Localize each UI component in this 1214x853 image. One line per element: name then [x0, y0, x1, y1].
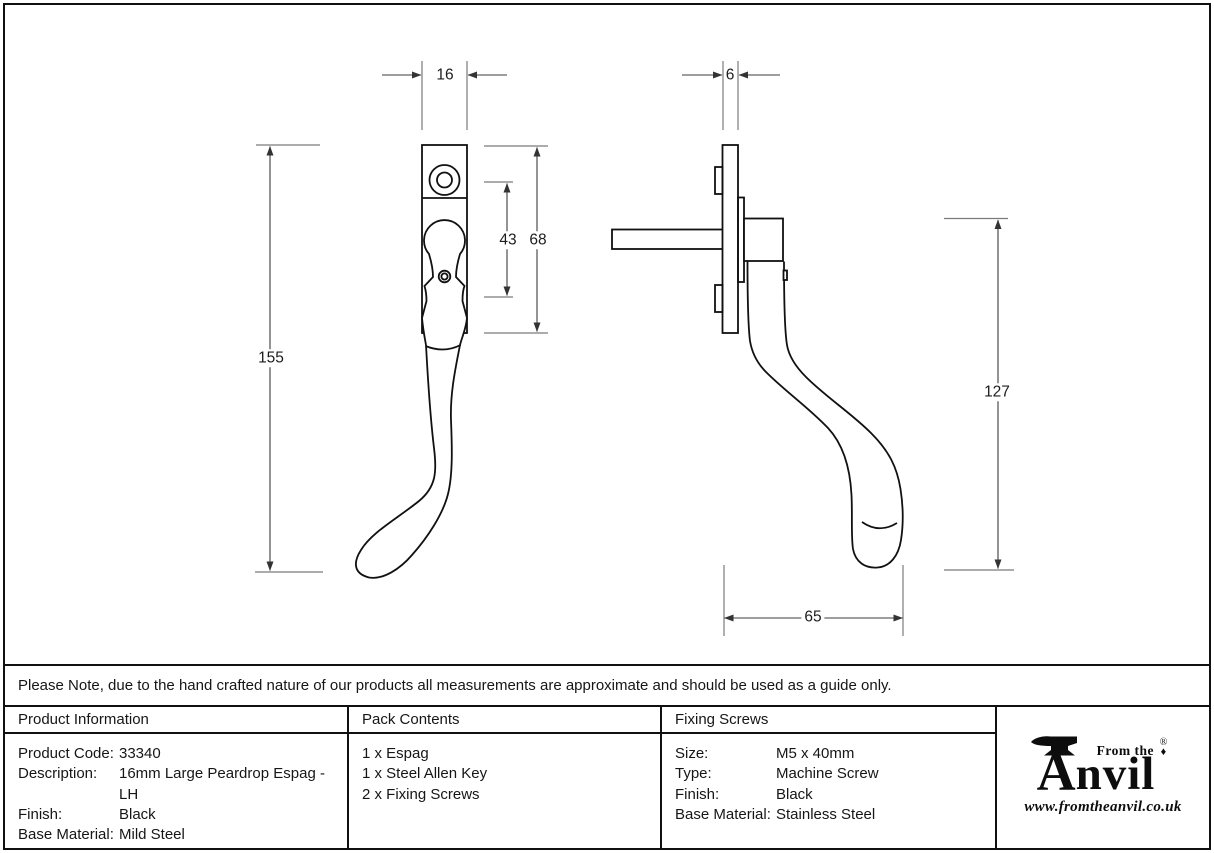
- brand-section: A nvil From the ♦ ® www.fromtheanvil.co.…: [997, 707, 1209, 848]
- mechanism-plate: [737, 196, 745, 283]
- product-info-section: Product Information Product Code: 33340 …: [5, 707, 349, 848]
- spindle: [611, 228, 724, 250]
- note-text: Please Note, due to the hand crafted nat…: [18, 677, 892, 694]
- screw-boss-bottom: [714, 284, 724, 313]
- table-row: Base Material: Mild Steel: [18, 826, 185, 844]
- list-item: 1 x Steel Allen Key: [362, 765, 488, 783]
- grub-screw-outer: [437, 269, 452, 284]
- table-row: Finish: Black: [675, 785, 813, 803]
- table-row: Product Code: 33340: [18, 745, 161, 762]
- registered-trademark-icon: ®: [1159, 736, 1168, 748]
- anvil-logo: A nvil From the ♦ ® www.fromtheanvil.co.…: [1024, 735, 1182, 816]
- spec-table: Product Information Product Code: 33340 …: [5, 707, 1209, 848]
- anvil-logo-wordmark: A nvil From the ♦ ®: [1030, 735, 1170, 801]
- handle-side: [746, 261, 904, 569]
- dim-label-side-plate-thickness: 6: [724, 66, 736, 84]
- table-row: Finish: Black: [18, 805, 156, 823]
- diamond-icon: ♦: [1160, 745, 1167, 758]
- dim-label-handle-drop: 127: [981, 383, 1013, 401]
- pack-contents-section: Pack Contents 1 x Espag 1 x Steel Allen …: [349, 707, 662, 848]
- anvil-icon: [1030, 735, 1077, 755]
- fixing-screws-section: Fixing Screws Size: M5 x 40mm Type: Mach…: [662, 707, 997, 848]
- handle-front: [354, 344, 461, 579]
- handle-tip-arc: [861, 521, 898, 530]
- screw-boss-top: [714, 166, 724, 195]
- brand-tagline: From the: [1096, 742, 1154, 758]
- handle-neck-joint: [425, 344, 461, 351]
- latch-nib: [782, 269, 788, 281]
- table-row: Type: Machine Screw: [675, 765, 879, 783]
- table-row: Description: 16mm Large Peardrop Espag -…: [18, 765, 325, 803]
- note-row: Please Note, due to the hand crafted nat…: [5, 666, 1209, 707]
- fixing-hole-inner: [436, 171, 453, 189]
- dimension-ticks: [255, 61, 1014, 636]
- dim-label-keyhole-length: 43: [496, 231, 520, 249]
- fixing-hole-outer: [428, 164, 461, 196]
- side-view: [611, 144, 904, 569]
- dim-label-handle-projection: 65: [801, 608, 825, 626]
- handle-hub: [743, 217, 784, 262]
- front-view: [354, 144, 468, 579]
- dim-label-overall-length: 155: [255, 349, 287, 367]
- product-info-body: Product Code: 33340 Description: 16mm La…: [5, 734, 347, 845]
- info-panel: Please Note, due to the hand crafted nat…: [5, 664, 1209, 848]
- product-info-header: Product Information: [5, 707, 347, 734]
- grub-screw-inner: [440, 272, 449, 281]
- brand-url: www.fromtheanvil.co.uk: [1024, 798, 1182, 815]
- dim-label-plate-length: 68: [526, 231, 550, 249]
- backplate-side: [721, 144, 739, 334]
- pack-contents-body: 1 x Espag 1 x Steel Allen Key 2 x Fixing…: [349, 734, 660, 805]
- fixing-screws-header: Fixing Screws: [662, 707, 995, 734]
- list-item: 1 x Espag: [362, 745, 429, 762]
- dim-label-front-plate-width: 16: [433, 66, 457, 84]
- pack-contents-header: Pack Contents: [349, 707, 660, 734]
- table-row: Base Material: Stainless Steel: [675, 805, 876, 823]
- list-item: 2 x Fixing Screws: [362, 785, 480, 803]
- brand-rest: nvil: [1075, 748, 1156, 801]
- fixing-screws-body: Size: M5 x 40mm Type: Machine Screw Fini…: [662, 734, 995, 825]
- table-row: Size: M5 x 40mm: [675, 745, 855, 762]
